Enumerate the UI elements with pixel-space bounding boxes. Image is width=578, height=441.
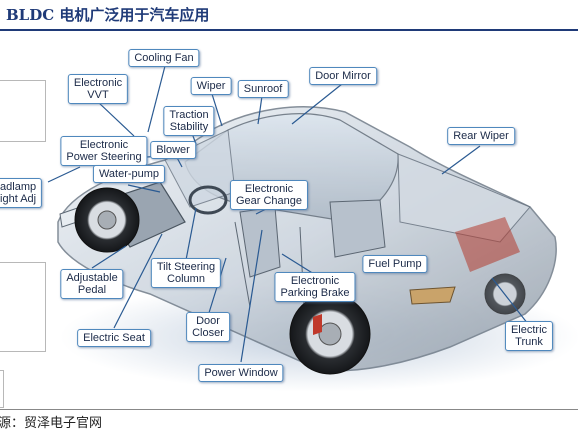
label-electronic-parking-brake: Electronic Parking Brake: [274, 272, 356, 302]
title-divider: [0, 29, 578, 31]
label-door-mirror: Door Mirror: [309, 67, 377, 85]
label-electronic-power-steering: Electronic Power Steering: [60, 136, 148, 166]
label-traction-stability: Traction Stability: [163, 106, 215, 136]
seat-rear: [329, 199, 386, 258]
label-wiper: Wiper: [190, 77, 232, 95]
rear-wheel-hub: [318, 322, 342, 346]
label-electric-seat: Electric Seat: [77, 329, 151, 347]
label-water-pump: Water-pump: [92, 165, 166, 183]
leader-lines: [47, 65, 529, 363]
trunk-detail: [455, 217, 520, 272]
page-title: BLDC 电机广泛用于汽车应用: [6, 6, 210, 24]
label-electric-trunk: Electric Trunk: [504, 321, 554, 351]
label-sunroof: Sunroof: [237, 80, 289, 98]
left-panel-top: [0, 80, 46, 142]
car-illustration: [47, 65, 578, 392]
label-rear-wiper: Rear Wiper: [447, 127, 515, 145]
label-door-closer: Door Closer: [186, 312, 230, 342]
label-fuel-pump: Fuel Pump: [362, 255, 428, 273]
footer-divider: [0, 409, 578, 410]
label-adjustable-pedal: Adjustable Pedal: [60, 269, 124, 299]
front-wheel-hub: [97, 210, 117, 230]
steering-wheel: [188, 185, 228, 215]
label-cooling-fan: Cooling Fan: [128, 49, 200, 67]
left-panel-bottom: [0, 370, 4, 408]
label-blower: Blower: [150, 141, 196, 159]
left-panel-middle: [0, 262, 46, 352]
label-electronic-vvt: Electronic VVT: [67, 74, 129, 104]
source-note: 源：贸泽电子官网: [0, 416, 103, 431]
label-electronic-gear-change: Electronic Gear Change: [229, 180, 309, 210]
label-headlamp-height-adj: eadlamp eight Adj: [0, 178, 43, 208]
brake-caliper: [313, 314, 322, 335]
label-power-window: Power Window: [198, 364, 284, 382]
car-diagram: Cooling Fan Electronic VVT Wiper Sunroof…: [0, 32, 578, 408]
label-tilt-steering-column: Tilt Steering Column: [150, 258, 222, 288]
tail-lamp: [409, 286, 456, 305]
